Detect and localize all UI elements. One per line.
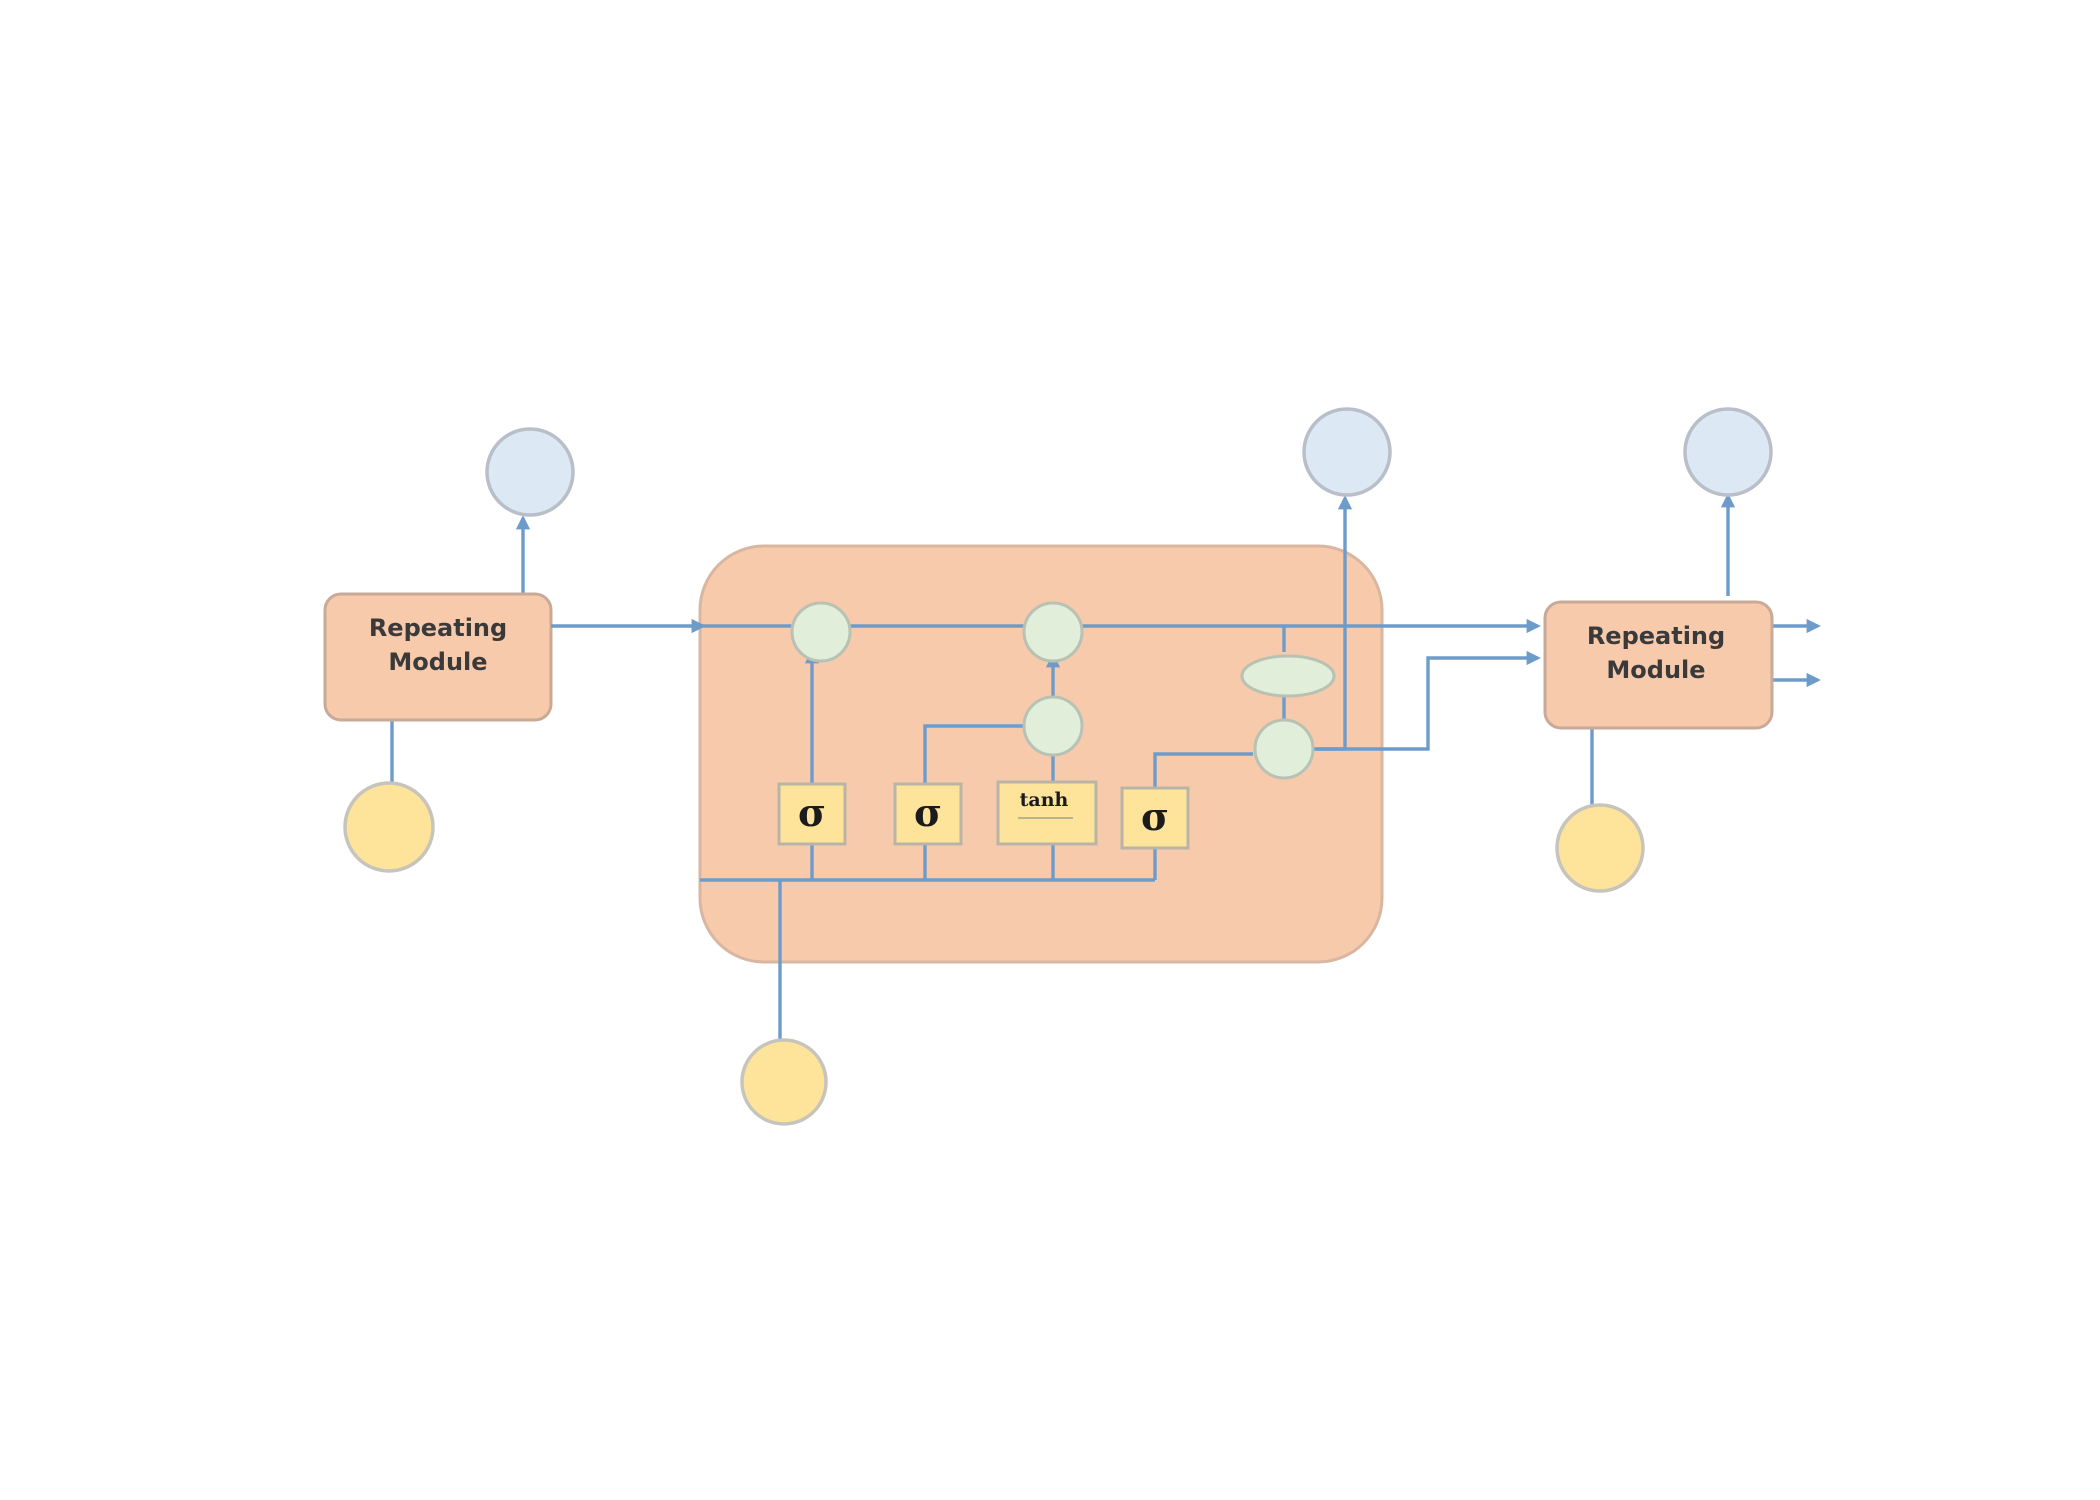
right-output-node [1683,407,1773,497]
right-module-box [1543,600,1774,730]
left-output-node [485,427,575,517]
right-repeating-module: Repeating Module [1543,407,1821,893]
forget-gate-box [777,782,847,846]
cell-input-node [740,1038,828,1126]
lstm-cell: σ σ tanh σ [551,407,1541,1126]
cell-tanh-node [1240,654,1336,698]
input-gate-out-arrow [923,724,1023,784]
left-module-box [323,592,553,722]
input-gate-box [893,782,963,846]
cell-add-node [1022,601,1084,663]
candidate-gate-box [996,780,1098,846]
candidate-gate-label: tanh [1020,789,1069,811]
output-multiply-node [1253,718,1315,780]
input-gate-label: σ [914,790,942,835]
right-input-node [1555,803,1645,893]
forget-multiply-node [790,601,852,663]
output-gate-box [1120,786,1190,850]
output-gate-label: σ [1141,794,1169,839]
forget-gate-label: σ [798,790,826,835]
cell-output-node [1302,407,1392,497]
input-multiply-node [1022,695,1084,757]
left-input-node [343,781,435,873]
left-repeating-module: Repeating Module [323,427,575,873]
right-module-label-line2: Module [1606,656,1705,684]
left-module-label-line2: Module [388,648,487,676]
left-module-label-line1: Repeating [369,614,507,642]
hidden-to-next-arrow [1310,650,1541,751]
right-module-label-line1: Repeating [1587,622,1725,650]
output-gate-out-arrow [1153,752,1253,788]
